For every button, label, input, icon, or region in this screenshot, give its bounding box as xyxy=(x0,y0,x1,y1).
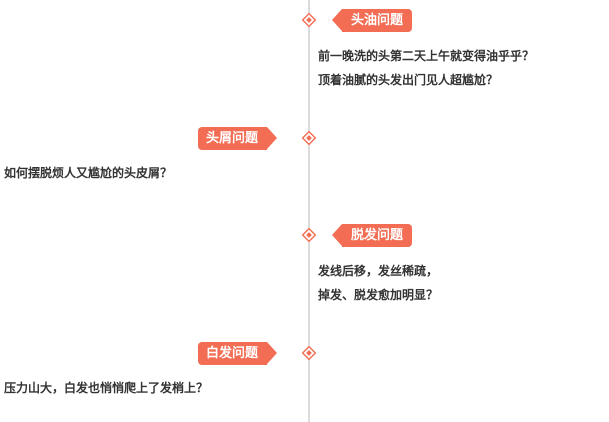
tag-white-hair: 白发问题 xyxy=(198,342,278,365)
tag-dandruff: 头屑问题 xyxy=(198,127,278,150)
diamond-marker-icon xyxy=(302,228,316,242)
diamond-marker-icon xyxy=(302,13,316,27)
description-oily-hair: 前一晚洗的头第二天上午就变得油乎乎？ 顶着油腻的头发出门见人超尴尬？ xyxy=(318,44,534,92)
tag-hair-loss: 脱发问题 xyxy=(331,224,413,247)
description-line: 压力山大，白发也悄悄爬上了发梢上？ xyxy=(4,381,209,395)
diamond-marker-icon xyxy=(302,346,316,360)
description-line: 前一晚洗的头第二天上午就变得油乎乎？ xyxy=(318,49,535,63)
description-hair-loss: 发线后移，发丝稀疏， 掉发、脱发愈加明显？ xyxy=(318,259,438,307)
timeline-line xyxy=(308,0,310,422)
description-line: 如何摆脱烦人又尴尬的头皮屑？ xyxy=(4,166,173,180)
description-dandruff: 如何摆脱烦人又尴尬的头皮屑？ xyxy=(4,161,172,185)
diamond-marker-icon xyxy=(302,131,316,145)
description-white-hair: 压力山大，白发也悄悄爬上了发梢上？ xyxy=(4,376,208,400)
description-line: 发线后移，发丝稀疏， xyxy=(318,264,439,278)
tag-oily-hair: 头油问题 xyxy=(331,9,413,32)
description-line: 顶着油腻的头发出门见人超尴尬？ xyxy=(318,73,499,87)
description-line: 掉发、脱发愈加明显？ xyxy=(318,288,439,302)
